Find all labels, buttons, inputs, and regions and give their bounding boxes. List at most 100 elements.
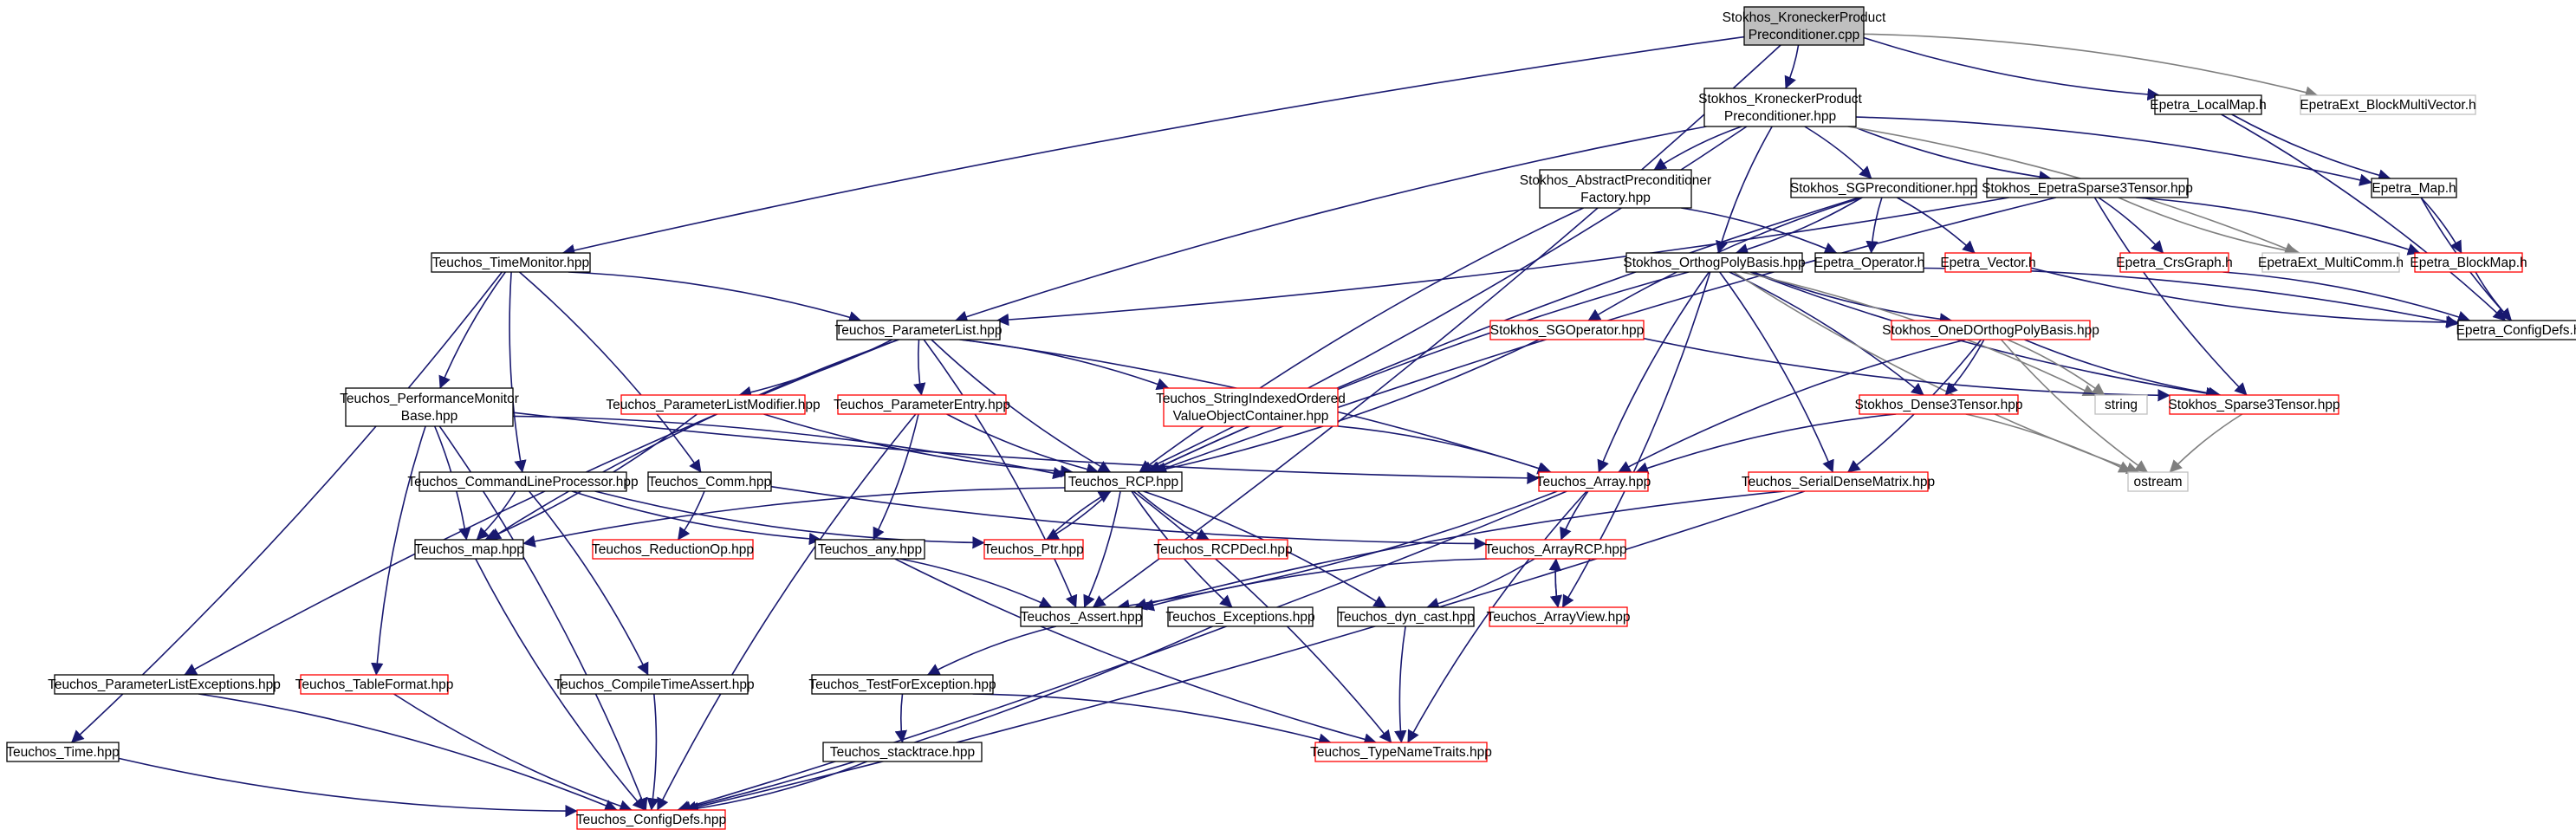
node-label-arrayrcp-0: Teuchos_ArrayRCP.hpp [1484, 542, 1626, 557]
node-arrayrcp[interactable]: Teuchos_ArrayRCP.hpp [1484, 539, 1627, 560]
node-rcp[interactable]: Teuchos_RCP.hpp [1064, 471, 1183, 492]
edge-kp_hpp-to-paramlist [954, 126, 1707, 323]
node-rcpdecl[interactable]: Teuchos_RCPDecl.hpp [1153, 539, 1293, 560]
node-box-blockmv [2300, 94, 2476, 115]
node-plexc[interactable]: Teuchos_ParameterListExceptions.hpp [48, 674, 281, 695]
edge-paramlist-to-map [488, 339, 899, 541]
node-typename[interactable]: Teuchos_TypeNameTraits.hpp [1310, 742, 1492, 762]
node-label-paramlist-0: Teuchos_ParameterList.hpp [834, 323, 1002, 338]
node-label-ptr-0: Teuchos_Ptr.hpp [983, 542, 1083, 557]
node-map[interactable]: Teuchos_map.hpp [414, 539, 524, 560]
node-epetra_op[interactable]: Epetra_Operator.h [1814, 252, 1925, 273]
node-epetra_vec[interactable]: Epetra_Vector.h [1940, 252, 2036, 273]
node-stacktrace[interactable]: Teuchos_stacktrace.hpp [822, 742, 983, 762]
node-label-string-0: string [2105, 398, 2138, 412]
node-root[interactable]: Stokhos_KroneckerProductPreconditioner.c… [1723, 6, 1886, 46]
edge-timemon-to-time [71, 271, 503, 743]
edge-crsgraph-to-configdefs_h [2222, 271, 2471, 323]
node-configdefs_hpp[interactable]: Teuchos_ConfigDefs.hpp [576, 809, 726, 830]
node-box-arrayrcp [1485, 539, 1626, 560]
node-label-timemon-0: Teuchos_TimeMonitor.hpp [432, 256, 589, 270]
edge-timemon-to-perfmon [438, 271, 506, 389]
node-label-root-1: Preconditioner.cpp [1749, 28, 1859, 42]
node-any[interactable]: Teuchos_any.hpp [814, 539, 925, 560]
node-box-sparse3 [1986, 178, 2189, 198]
node-box-rcp [1064, 471, 1183, 492]
node-kp_hpp[interactable]: Stokhos_KroneckerProductPreconditioner.h… [1698, 87, 1863, 127]
node-comm[interactable]: Teuchos_Comm.hpp [647, 471, 772, 492]
edge-timemon-to-comm [518, 271, 702, 473]
node-label-abs_prec-0: Stokhos_AbstractPreconditioner [1520, 173, 1711, 188]
node-label-rcpdecl-0: Teuchos_RCPDecl.hpp [1153, 542, 1292, 557]
edge-abs_prec-to-rcp [1139, 207, 1584, 473]
edge-serialdense-to-assert [1133, 490, 1785, 611]
node-label-comm-0: Teuchos_Comm.hpp [648, 475, 771, 489]
node-oned[interactable]: Stokhos_OneDOrthogPolyBasis.hpp [1882, 320, 2099, 340]
node-clp[interactable]: Teuchos_CommandLineProcessor.hpp [407, 471, 639, 492]
node-reductionop[interactable]: Teuchos_ReductionOp.hpp [592, 539, 754, 560]
node-exceptions[interactable]: Teuchos_Exceptions.hpp [1165, 606, 1315, 627]
node-configdefs_h[interactable]: Epetra_ConfigDefs.h [2456, 320, 2576, 340]
edge-compiletime-to-configdefs_hpp [646, 693, 659, 811]
node-tableformat[interactable]: Teuchos_TableFormat.hpp [295, 674, 454, 695]
node-box-paramlist [836, 320, 1001, 340]
nodes-layer: Stokhos_KroneckerProductPreconditioner.c… [6, 6, 2576, 830]
node-label-abs_prec-1: Factory.hpp [1580, 191, 1651, 205]
edge-sparse3-to-blockmap [2136, 197, 2421, 256]
edge-sgprec-to-epetra_vec [1897, 197, 1976, 254]
node-label-sgop-0: Stokhos_SGOperator.hpp [1490, 323, 1645, 338]
node-plmod[interactable]: Teuchos_ParameterListModifier.hpp [606, 394, 821, 415]
node-sgprec[interactable]: Stokhos_SGPreconditioner.hpp [1790, 178, 1977, 198]
node-label-time-0: Teuchos_Time.hpp [6, 745, 119, 760]
node-abs_prec[interactable]: Stokhos_AbstractPreconditionerFactory.hp… [1520, 169, 1711, 209]
node-testforexc[interactable]: Teuchos_TestForException.hpp [808, 674, 996, 695]
node-label-plexc-0: Teuchos_ParameterListExceptions.hpp [48, 677, 281, 692]
node-assert[interactable]: Teuchos_Assert.hpp [1020, 606, 1143, 627]
node-orthopoly[interactable]: Stokhos_OrthogPolyBasis.hpp [1623, 252, 1806, 273]
node-blockmap[interactable]: Epetra_BlockMap.h [2410, 252, 2527, 273]
node-dense3[interactable]: Stokhos_Dense3Tensor.hpp [1855, 394, 2023, 415]
node-sparse3[interactable]: Stokhos_EpetraSparse3Tensor.hpp [1982, 178, 2193, 198]
node-label-perfmon-0: Teuchos_PerformanceMonitor [340, 392, 519, 406]
node-box-epetra_map [2371, 178, 2457, 198]
edge-rcp-to-assert [1083, 490, 1121, 608]
edge-testforexc-to-stacktrace [894, 693, 908, 743]
node-time[interactable]: Teuchos_Time.hpp [6, 742, 120, 762]
edge-arrayview-to-arrayrcp [1548, 558, 1561, 608]
edge-exceptions-to-configdefs_hpp [678, 625, 1213, 813]
node-box-timemon [431, 252, 591, 273]
node-sparse3t[interactable]: Stokhos_Sparse3Tensor.hpp [2168, 394, 2340, 415]
node-label-rcp-0: Teuchos_RCP.hpp [1068, 475, 1178, 489]
node-box-clp [419, 471, 627, 492]
edge-sgprec-to-orthopoly [1735, 197, 1863, 256]
edge-array-to-assert [1116, 490, 1558, 612]
node-box-assert [1020, 606, 1143, 627]
node-box-ostream [2127, 471, 2189, 492]
edge-oned-to-sparse3t [2024, 339, 2222, 399]
node-arrayview[interactable]: Teuchos_ArrayView.hpp [1486, 606, 1631, 627]
node-strindexed[interactable]: Teuchos_StringIndexedOrderedValueObjectC… [1156, 387, 1346, 427]
edge-root-to-kp_hpp [1784, 44, 1800, 89]
node-epetra_map[interactable]: Epetra_Map.h [2371, 178, 2457, 198]
node-crsgraph[interactable]: Epetra_CrsGraph.h [2116, 252, 2233, 273]
node-ptr[interactable]: Teuchos_Ptr.hpp [983, 539, 1084, 560]
node-local_map[interactable]: Epetra_LocalMap.h [2150, 94, 2267, 115]
edge-arrayrcp-to-assert [1141, 558, 1489, 612]
edge-perfmon-to-rcp [512, 415, 1066, 480]
node-compiletime[interactable]: Teuchos_CompileTimeAssert.hpp [554, 674, 755, 695]
node-array[interactable]: Teuchos_Array.hpp [1536, 471, 1651, 492]
node-label-blockmv-0: EpetraExt_BlockMultiVector.h [2300, 98, 2475, 113]
node-box-strindexed [1163, 387, 1339, 427]
edge-strindexed-to-array [1337, 425, 1551, 475]
node-label-array-0: Teuchos_Array.hpp [1536, 475, 1651, 489]
node-sgop[interactable]: Stokhos_SGOperator.hpp [1489, 320, 1645, 340]
edge-timemon-to-clp [509, 271, 527, 473]
node-timemon[interactable]: Teuchos_TimeMonitor.hpp [431, 252, 591, 273]
node-dyncast[interactable]: Teuchos_dyn_cast.hpp [1337, 606, 1475, 627]
node-paramlist[interactable]: Teuchos_ParameterList.hpp [834, 320, 1002, 340]
node-pentry[interactable]: Teuchos_ParameterEntry.hpp [834, 394, 1010, 415]
node-box-ptr [983, 539, 1084, 560]
node-serialdense[interactable]: Teuchos_SerialDenseMatrix.hpp [1742, 471, 1935, 492]
node-box-blockmap [2414, 252, 2523, 273]
